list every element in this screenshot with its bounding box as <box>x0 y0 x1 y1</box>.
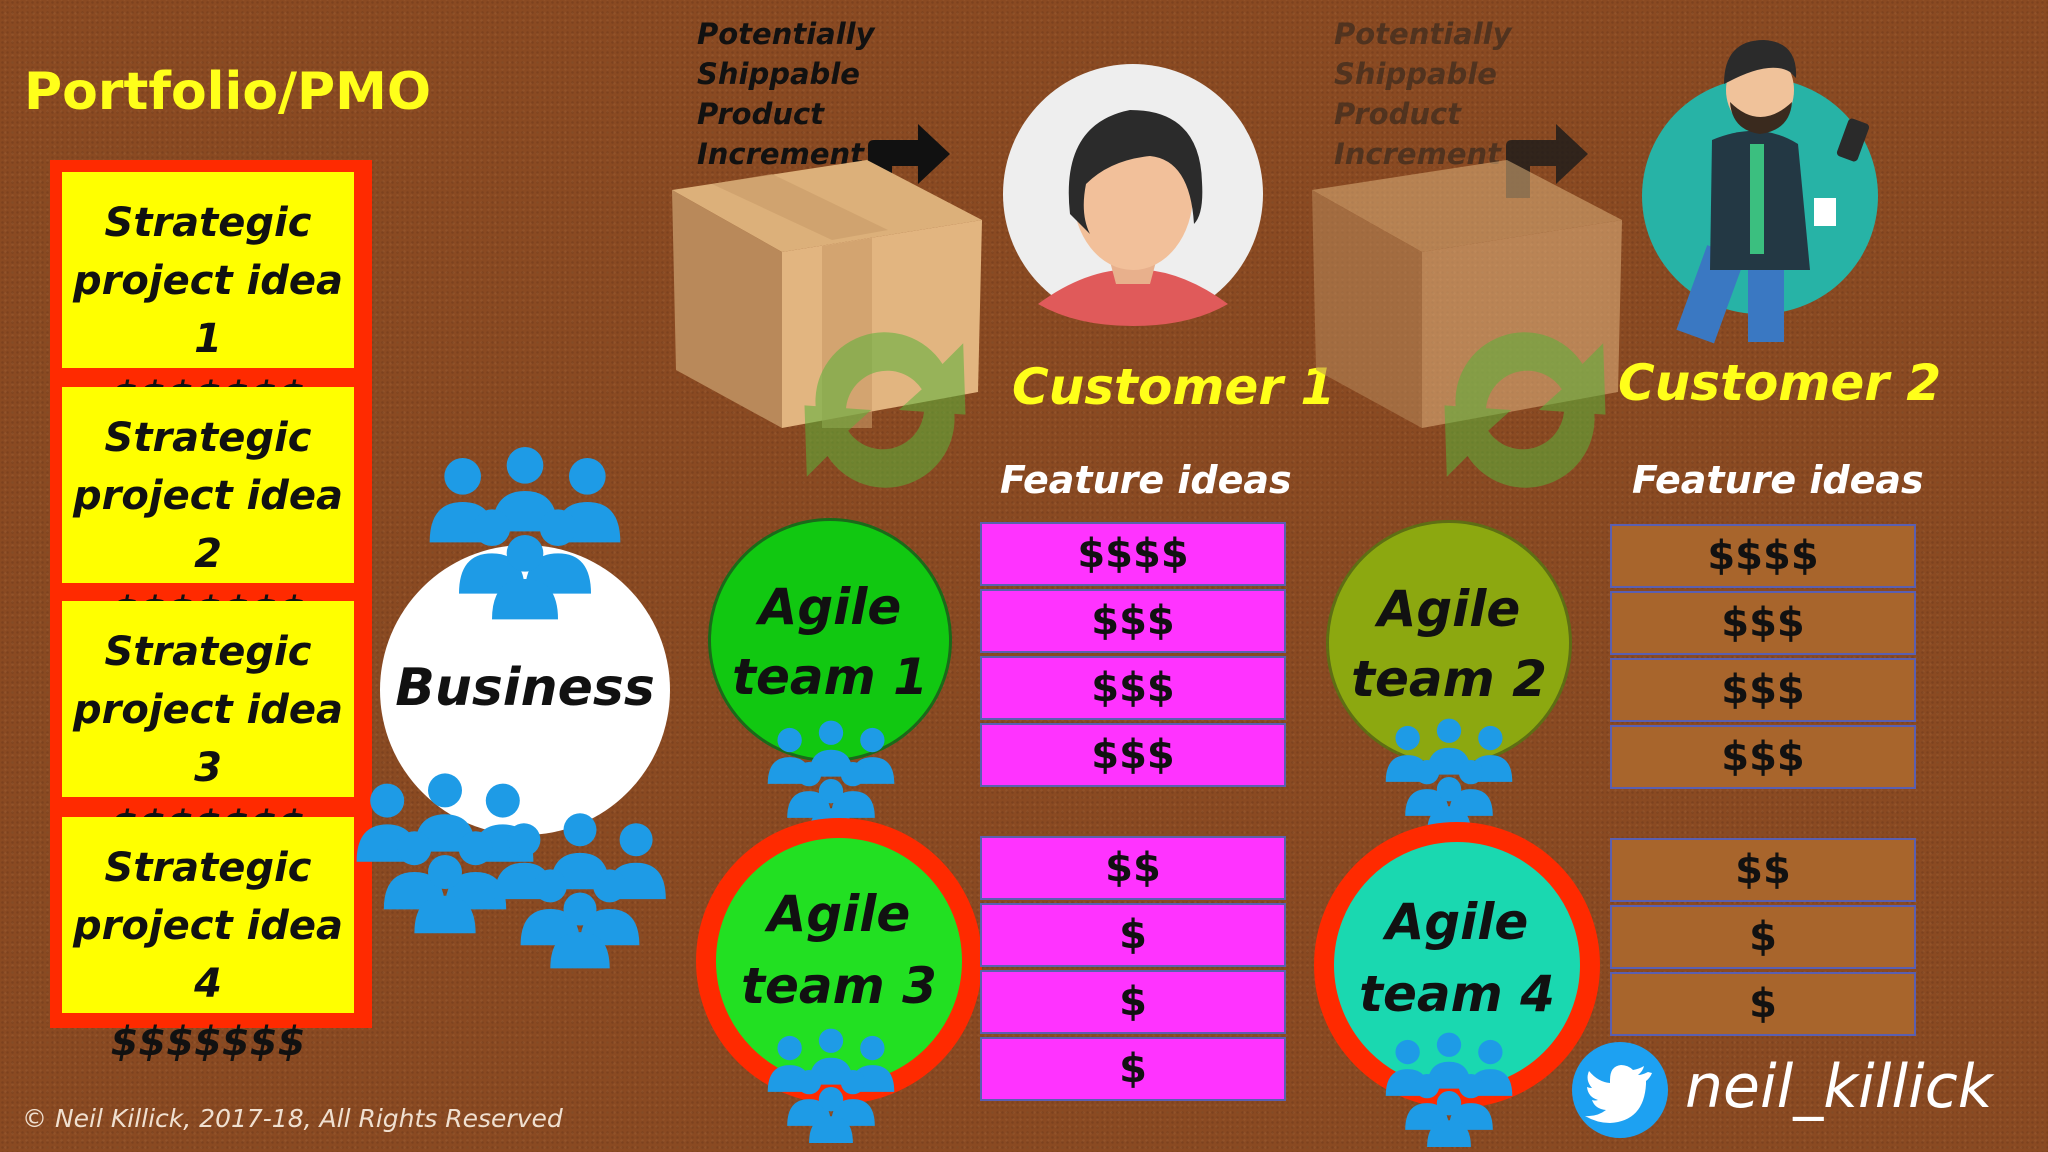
cycle-arrows-left-icon <box>804 332 966 488</box>
increment-line3: Product <box>697 97 825 131</box>
project-card-1: Strategic project idea 1 $$$$$$$ <box>62 172 354 420</box>
copyright-icon: © <box>22 1104 47 1133</box>
team-label-line1: Agile <box>1385 893 1529 951</box>
project-card-4: Strategic project idea 4 $$$$$$$ <box>62 817 354 1065</box>
feature-row: $ <box>980 970 1286 1034</box>
team-3-people-icon <box>758 1026 904 1148</box>
increment-line3: Product <box>1334 97 1462 131</box>
twitter-icon[interactable] <box>1570 1040 1670 1140</box>
feature-row: $$$$ <box>1610 524 1916 588</box>
team-label-line2: team 1 <box>732 648 928 706</box>
team-1-label: Agile team 1 <box>708 572 952 712</box>
project-card-3: Strategic project idea 3 $$$$$$$ <box>62 601 354 849</box>
feature-row: $$$ <box>980 656 1286 720</box>
project-line1: Strategic <box>104 200 312 246</box>
team-4-label: Agile team 4 <box>1314 886 1600 1030</box>
feature-ideas-label-2: Feature ideas <box>1632 458 1924 502</box>
customer-2-label: Customer 2 <box>1618 354 1942 412</box>
team-2-people-icon <box>1376 716 1522 838</box>
team-2-label: Agile team 2 <box>1326 574 1572 714</box>
project-line1: Strategic <box>104 415 312 461</box>
team-label-line1: Agile <box>767 885 911 943</box>
project-line2: project idea 1 <box>73 258 343 362</box>
feature-row: $$ <box>1610 838 1916 902</box>
team-label-line1: Agile <box>1377 580 1521 638</box>
increment-line2: Shippable <box>697 57 860 91</box>
project-line3: $$$$$$$ <box>110 1019 306 1065</box>
team-label-line2: team 4 <box>1359 965 1555 1023</box>
feature-row: $ <box>980 1037 1286 1101</box>
business-people-bottom-right-icon <box>480 810 680 975</box>
feature-row: $ <box>1610 905 1916 969</box>
customer-1-label: Customer 1 <box>1012 358 1336 416</box>
customer-1-avatar-icon <box>1003 64 1263 326</box>
feature-row: $$$ <box>980 589 1286 653</box>
business-label: Business <box>395 658 655 718</box>
feature-row: $$ <box>980 836 1286 900</box>
project-line1: Strategic <box>104 629 312 675</box>
project-line2: project idea 3 <box>73 687 343 791</box>
feature-row: $$$ <box>1610 591 1916 655</box>
project-line2: project idea 4 <box>73 903 343 1007</box>
increment-line1: Potentially <box>697 17 875 51</box>
copyright-text: Neil Killick, 2017-18, All Rights Reserv… <box>54 1104 563 1133</box>
customer-2-avatar-icon <box>1642 40 1878 344</box>
portfolio-title: Portfolio/PMO <box>24 62 432 122</box>
project-line1: Strategic <box>104 845 312 891</box>
increment-line2: Shippable <box>1334 57 1497 91</box>
feature-row: $$$ <box>980 723 1286 787</box>
copyright-notice: © Neil Killick, 2017-18, All Rights Rese… <box>22 1104 563 1133</box>
feature-row: $$$ <box>1610 725 1916 789</box>
increment-line1: Potentially <box>1334 17 1512 51</box>
increment-label-right: Potentially Shippable Product Increment <box>1334 14 1512 174</box>
feature-row: $$$ <box>1610 658 1916 722</box>
feature-row: $ <box>1610 972 1916 1036</box>
feature-row: $ <box>980 903 1286 967</box>
project-line2: project idea 2 <box>73 473 343 577</box>
increment-label-left: Potentially Shippable Product Increment <box>697 14 875 174</box>
twitter-handle[interactable]: neil_killick <box>1685 1052 1993 1122</box>
team-4-people-icon <box>1376 1030 1522 1152</box>
team-label-line2: team 2 <box>1351 650 1547 708</box>
team-label-line2: team 3 <box>741 957 937 1015</box>
team-label-line1: Agile <box>758 578 902 636</box>
project-card-2: Strategic project idea 2 $$$$$$$ <box>62 387 354 635</box>
feature-row: $$$$ <box>980 522 1286 586</box>
team-3-label: Agile team 3 <box>696 878 982 1022</box>
business-people-top-icon <box>415 440 635 630</box>
cycle-arrows-right-icon <box>1444 332 1606 488</box>
feature-ideas-label-1: Feature ideas <box>1000 458 1292 502</box>
